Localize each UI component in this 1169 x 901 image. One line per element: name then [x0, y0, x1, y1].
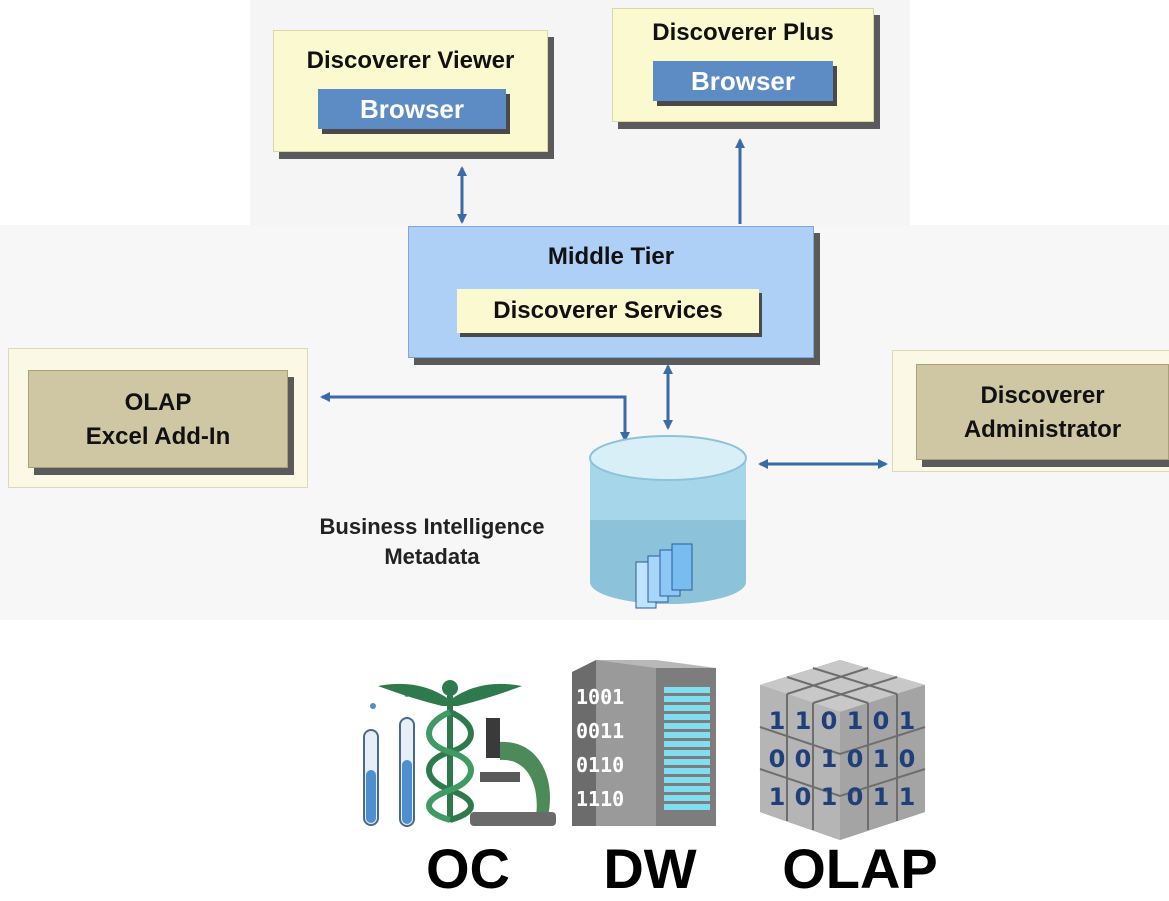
cube-bit: 0: [794, 783, 812, 811]
cube-bit: 0: [794, 745, 812, 773]
caduceus-lab-icon: [363, 680, 556, 827]
cube-bit: 0: [846, 745, 864, 773]
cube-bit: 1: [898, 783, 916, 811]
building-bits: 1001 0011 0110 1110: [576, 680, 654, 816]
building-bit-row: 1001: [576, 685, 625, 709]
discoverer-administrator-box: Discoverer Administrator: [916, 364, 1169, 460]
label-dw: DW: [603, 837, 697, 900]
cube-bit: 0: [820, 707, 838, 735]
olap-excel-addin-box: OLAP Excel Add-In: [28, 370, 288, 468]
metadata-caption-line1: Business Intelligence: [319, 514, 545, 539]
metadata-caption: Business Intelligence Metadata: [282, 512, 582, 572]
building-bit-row: 0011: [576, 719, 625, 743]
olap-addin-line1: OLAP: [124, 389, 192, 416]
plus-browser-button: Browser: [653, 61, 833, 101]
cube-bit: 1: [872, 783, 890, 811]
cube-bits: 1 1 0 1 0 1 0 0 1 0 1 0 1 0 1 0 1 1: [764, 706, 924, 812]
olap-cube-icon: [759, 660, 926, 840]
viewer-browser-button: Browser: [318, 89, 506, 129]
cube-bit: 1: [898, 707, 916, 735]
discoverer-services-box: Discoverer Services: [457, 289, 759, 333]
label-olap: OLAP: [782, 837, 938, 900]
building-bit-row: 0110: [576, 753, 625, 777]
cube-bit: 1: [820, 783, 838, 811]
metadata-caption-line2: Metadata: [384, 544, 480, 569]
label-oc: OC: [426, 837, 510, 900]
cube-bit: 1: [846, 707, 864, 735]
arrow-olap-addin: [320, 392, 630, 442]
discoverer-plus-title: Discoverer Plus: [652, 19, 834, 46]
cube-bit: 0: [872, 707, 890, 735]
discoverer-viewer-title: Discoverer Viewer: [306, 47, 515, 74]
metadata-database-icon: [589, 435, 747, 609]
middle-tier-title: Middle Tier: [547, 243, 675, 270]
administrator-line1: Discoverer: [980, 382, 1105, 409]
cube-bit: 1: [768, 783, 786, 811]
cube-bit: 0: [898, 745, 916, 773]
discoverer-viewer-box: Discoverer Viewer Browser: [273, 30, 548, 152]
cube-bit: 1: [820, 745, 838, 773]
cube-bit: 1: [872, 745, 890, 773]
discoverer-plus-box: Discoverer Plus Browser: [612, 8, 874, 122]
administrator-line2: Administrator: [963, 416, 1122, 443]
cube-bit: 1: [768, 707, 786, 735]
building-windows: [664, 684, 710, 810]
olap-addin-line2: Excel Add-In: [85, 423, 231, 450]
cube-bit: 0: [768, 745, 786, 773]
cube-bit: 0: [846, 783, 864, 811]
middle-tier-box: Middle Tier Discoverer Services: [408, 226, 814, 358]
building-bit-row: 1110: [576, 787, 625, 811]
cube-bit: 1: [794, 707, 812, 735]
